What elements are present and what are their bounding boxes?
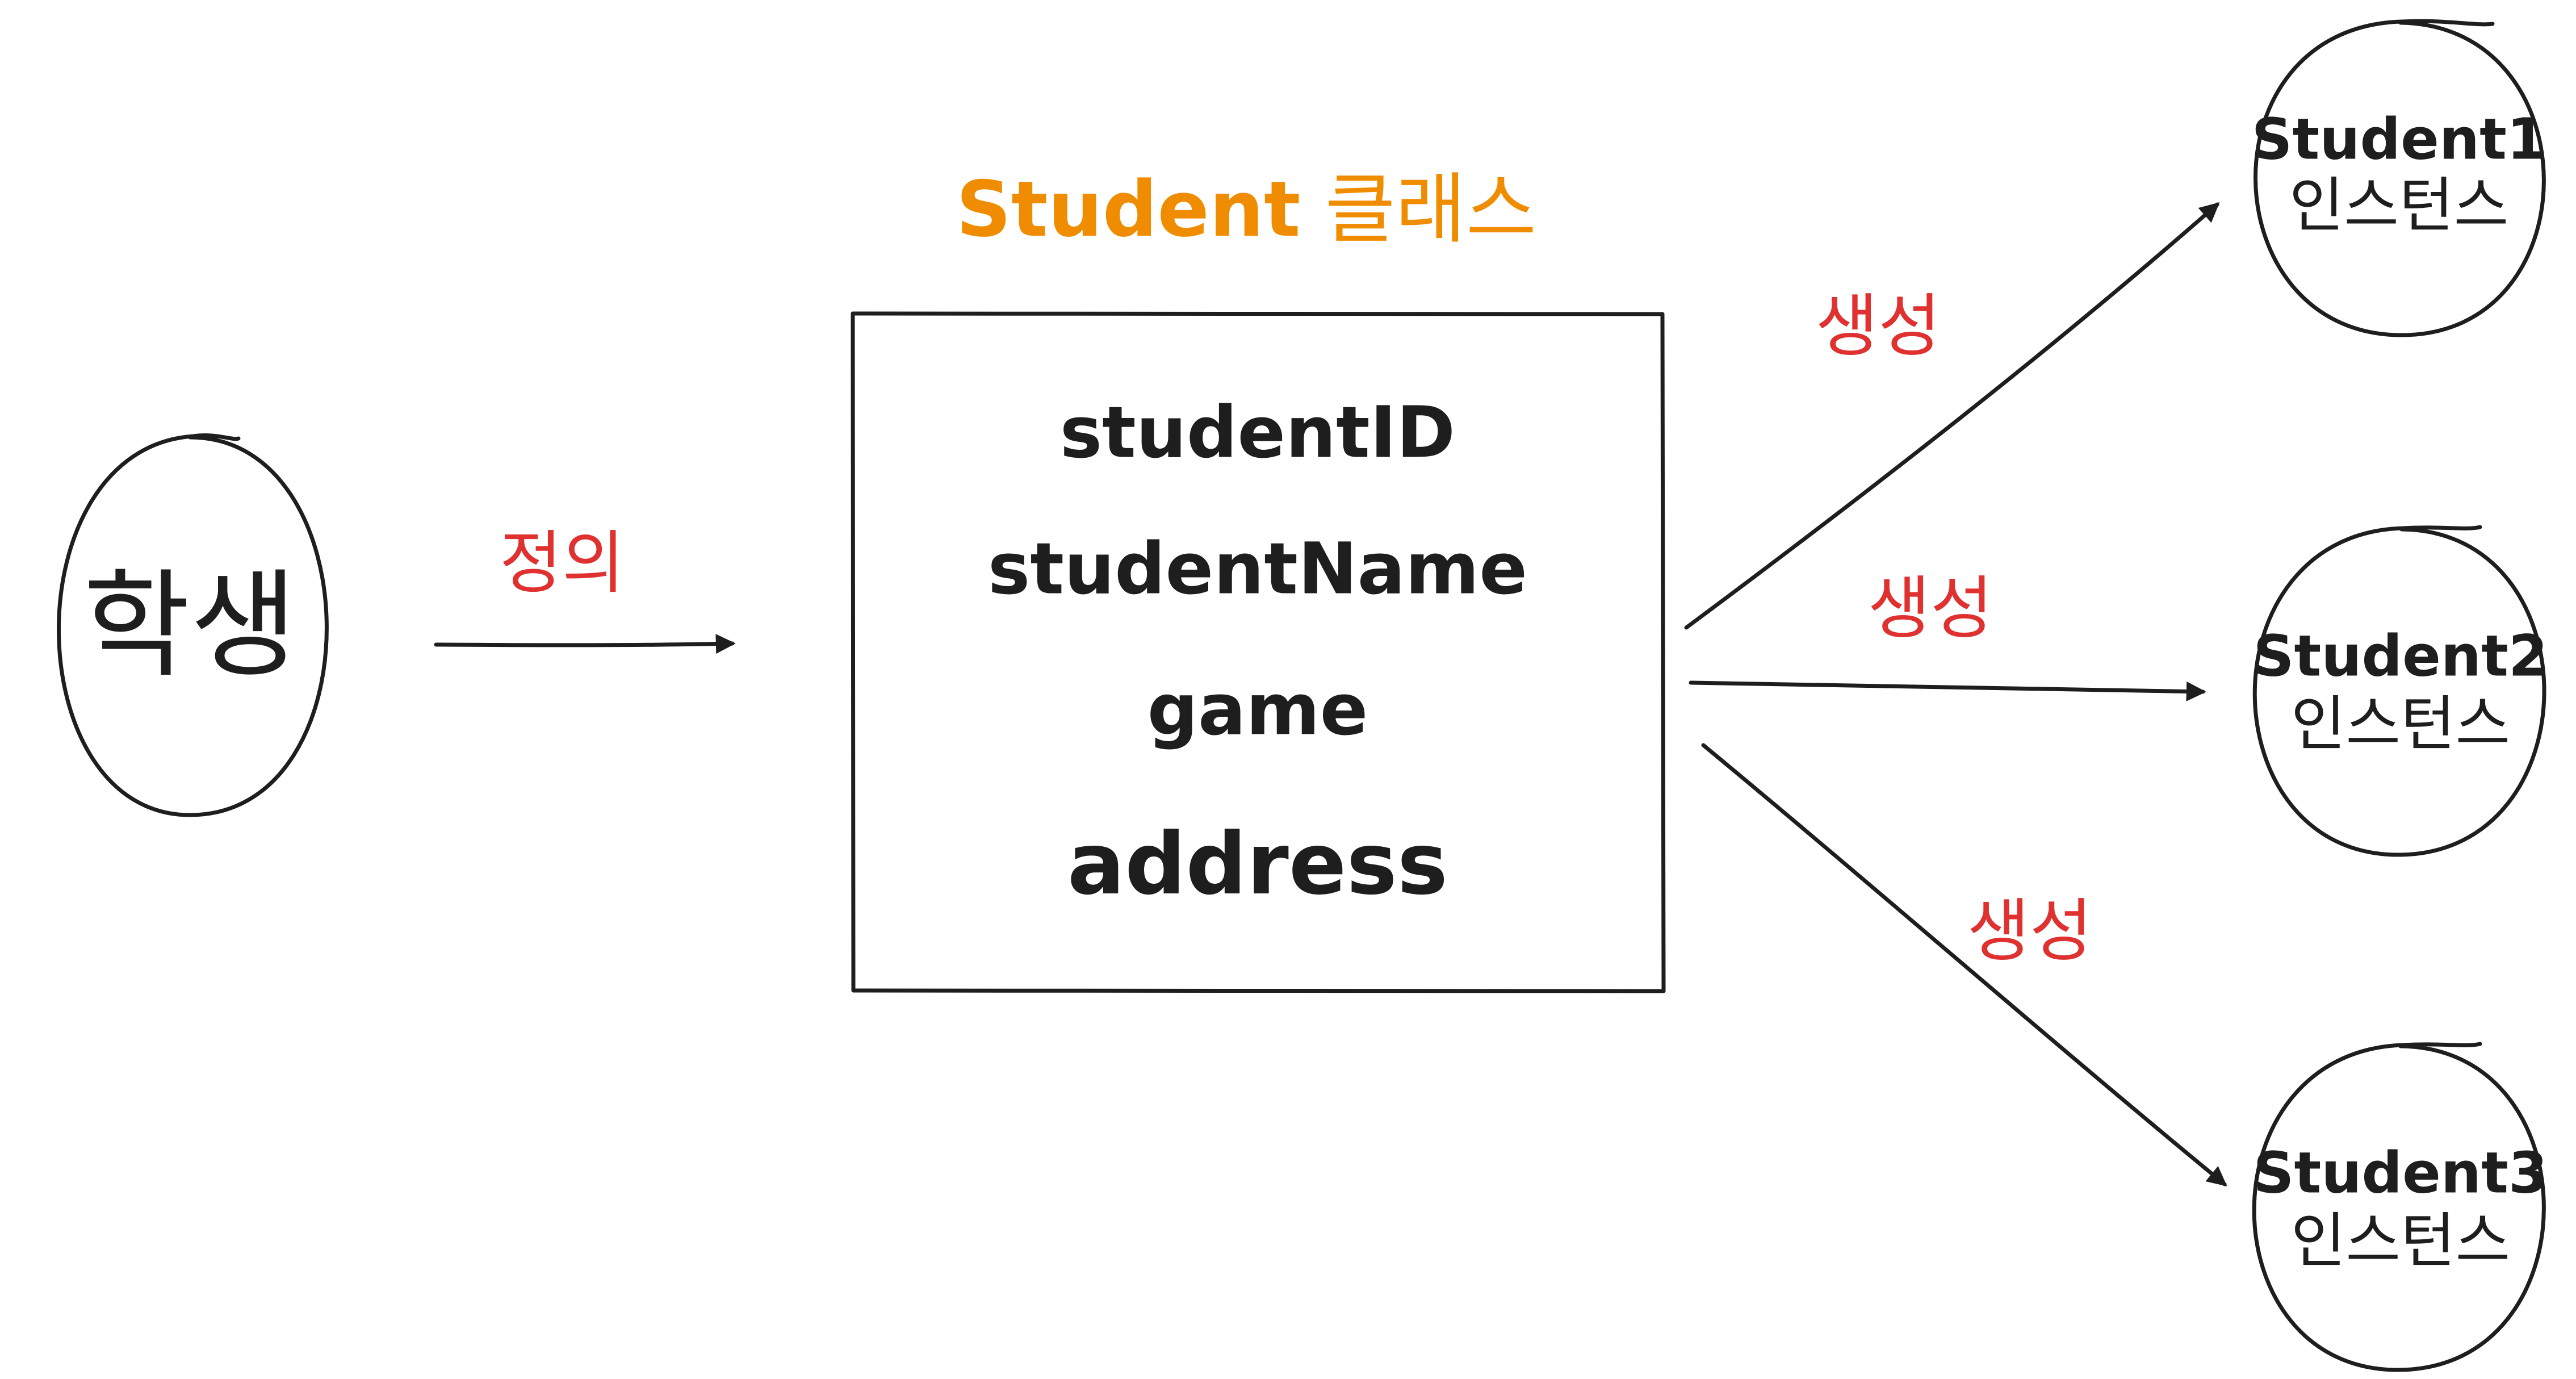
define-edge-label: 정의	[500, 524, 625, 603]
class-box: Student 클래스 studentID studentName game a…	[851, 165, 1666, 993]
class-title-suffix: 클래스	[1301, 165, 1537, 254]
instance-circle-2	[2252, 525, 2546, 857]
instance-sub-2: 인스턴스	[2291, 690, 2510, 759]
instance-name-2: Student2	[2254, 623, 2548, 690]
field-address: address	[1067, 815, 1448, 914]
create-edge-label-2: 생성	[1868, 570, 1993, 649]
instance-node-3: Student3 인스턴스	[2252, 1042, 2548, 1372]
concept-label: 학생	[83, 558, 297, 693]
create-edge-3: 생성	[1701, 743, 2227, 1186]
instance-circle-3	[2252, 1042, 2546, 1372]
instance-name-1: Student1	[2252, 106, 2546, 173]
field-student-name: studentName	[988, 528, 1527, 611]
create-edge-1: 생성	[1684, 202, 2220, 630]
define-edge: 정의	[434, 524, 736, 654]
class-box-border	[851, 311, 1666, 993]
instance-sub-1: 인스턴스	[2289, 171, 2508, 240]
instance-sub-3: 인스턴스	[2291, 1206, 2510, 1276]
instance-node-2: Student2 인스턴스	[2252, 525, 2548, 857]
instance-node-1: Student1 인스턴스	[2252, 19, 2546, 337]
instance-circle-1	[2254, 19, 2546, 337]
create-edge-2: 생성	[1689, 570, 2206, 701]
concept-node: 학생	[57, 433, 329, 817]
class-title: Student 클래스	[956, 165, 1536, 254]
create-edge-label-1: 생성	[1816, 287, 1941, 366]
create-edge-label-3: 생성	[1967, 892, 2093, 971]
field-game: game	[1147, 669, 1368, 751]
concept-circle	[57, 433, 329, 817]
create-arrow-2	[1689, 680, 2206, 701]
create-arrow-1	[1684, 202, 2220, 630]
instance-name-3: Student3	[2254, 1140, 2548, 1206]
class-title-name: Student	[956, 165, 1301, 254]
define-arrow	[434, 634, 736, 654]
field-student-id: studentID	[1060, 392, 1455, 474]
create-arrow-3	[1701, 743, 2227, 1186]
